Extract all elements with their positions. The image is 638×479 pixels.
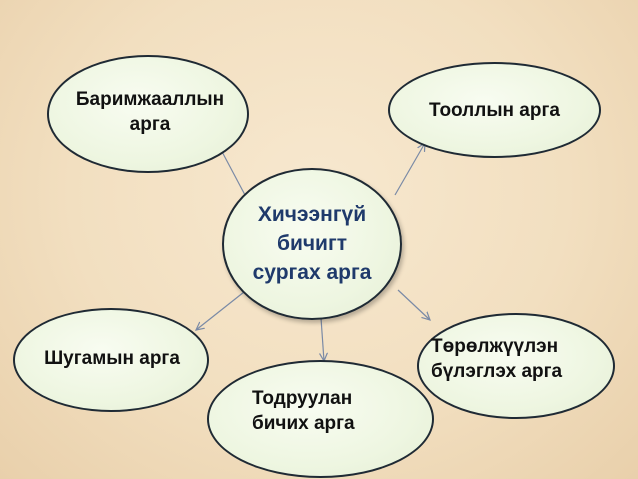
arrow-to-turul (397, 289, 430, 320)
label-tool: Тооллын арга (429, 100, 560, 121)
node-turul (417, 313, 615, 419)
node-tool (388, 62, 601, 158)
arrow-to-tool (394, 143, 425, 196)
node-center (222, 168, 402, 320)
node-todruulan (207, 360, 434, 478)
node-shugam (13, 308, 209, 412)
label-todruulan: Тодруулан бичих арга (252, 388, 355, 434)
node-barimjaa (47, 55, 249, 173)
label-barimjaa: Баримжааллын арга (75, 89, 225, 135)
label-shugam: Шугамын арга (44, 348, 180, 369)
arrow-to-shugam (196, 291, 245, 330)
arrow-to-todruulan (321, 317, 324, 361)
label-center: Хичээнгүй бичигт сургах арга (252, 203, 372, 284)
arrow-to-barimjaa (219, 146, 246, 196)
label-turul: Төрөлжүүлэн бүлэглэх арга (431, 336, 563, 382)
